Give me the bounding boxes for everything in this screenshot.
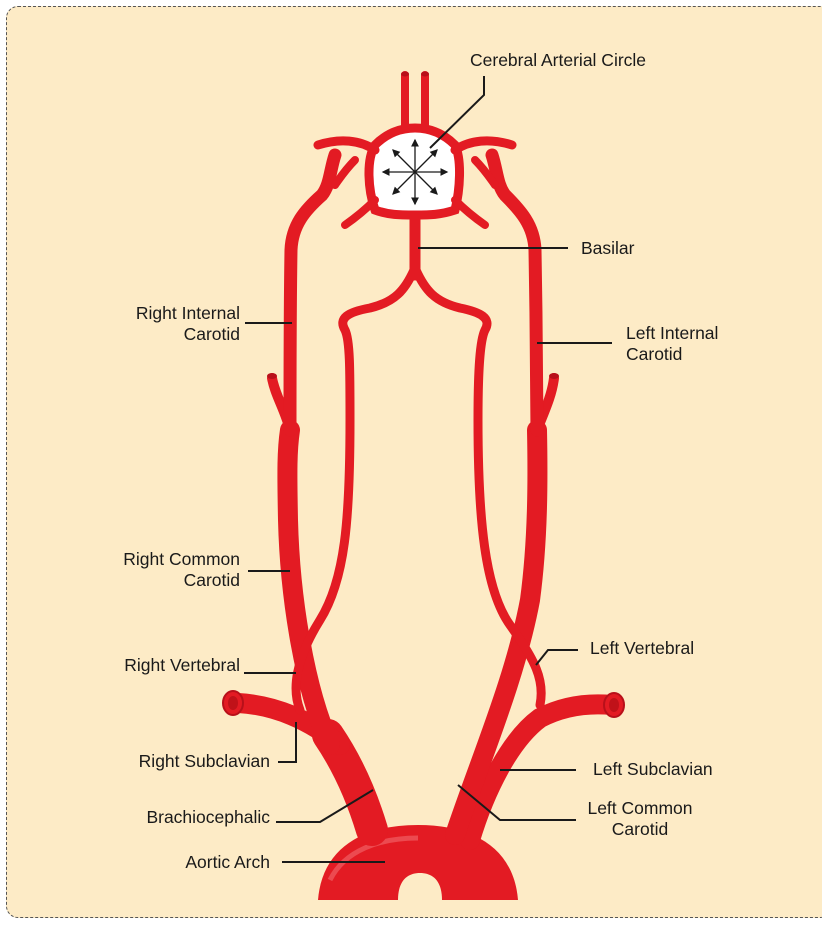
- label-left-internal-carotid: Left Internal Carotid: [626, 323, 718, 365]
- label-basilar: Basilar: [581, 238, 635, 259]
- label-left-vertebral: Left Vertebral: [590, 638, 694, 659]
- left-internal-carotid-artery: [492, 155, 537, 430]
- leader-right-subclavian: [278, 722, 296, 762]
- left-vertebral-artery: [416, 270, 541, 705]
- label-right-vertebral: Right Vertebral: [80, 655, 240, 676]
- cerebral-arterial-circle: [318, 72, 512, 226]
- label-right-subclavian: Right Subclavian: [80, 751, 270, 772]
- label-left-common-carotid: Left Common Carotid: [580, 798, 700, 840]
- label-aortic-arch: Aortic Arch: [80, 852, 270, 873]
- label-brachiocephalic: Brachiocephalic: [80, 807, 270, 828]
- label-right-internal-carotid: Right Internal Carotid: [100, 303, 240, 345]
- right-internal-carotid-artery: [290, 155, 335, 430]
- right-vertebral-artery: [296, 270, 414, 710]
- label-right-common-carotid: Right Common Carotid: [80, 549, 240, 591]
- leader-left-vertebral: [536, 650, 578, 665]
- label-left-subclavian: Left Subclavian: [593, 759, 713, 780]
- label-cerebral-arterial-circle: Cerebral Arterial Circle: [470, 50, 646, 71]
